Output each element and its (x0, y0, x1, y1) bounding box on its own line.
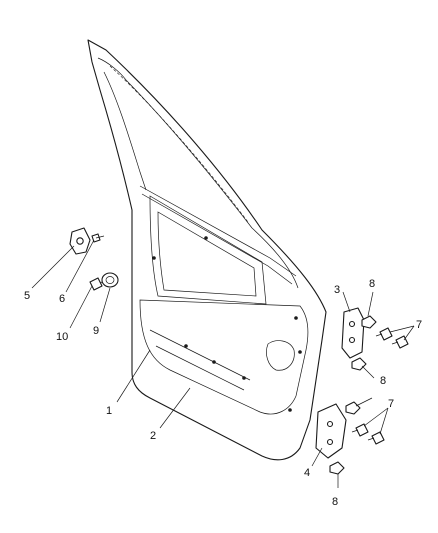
window-frame-inner-2 (103, 71, 147, 191)
glass-opening-inner (157, 211, 257, 297)
callout-8-middle: 8 (380, 375, 386, 387)
callout-10: 10 (56, 331, 68, 343)
access-hole (294, 316, 298, 320)
leader-2 (159, 387, 191, 429)
access-hole (212, 360, 216, 364)
access-hole (288, 408, 292, 412)
access-hole (204, 236, 208, 240)
belt-line (139, 185, 297, 277)
window-frame-inner (97, 57, 299, 289)
part-3-upper-hinge (341, 307, 365, 359)
window-frame-edge (109, 65, 249, 223)
leader-8a (367, 291, 374, 317)
lower-reinforcement (149, 329, 251, 391)
part-7-bolt-upper-1 (375, 327, 393, 341)
part-4-lower-hinge (315, 403, 347, 459)
part-7-bolt-lower-1 (351, 423, 369, 437)
latch-recess (266, 340, 295, 371)
callout-labels: 1 2 3 4 5 6 7 7 8 8 8 9 10 (24, 278, 422, 508)
part-5-bracket (69, 227, 91, 255)
callout-7-lower: 7 (388, 398, 394, 410)
leader-7a-1 (389, 325, 415, 333)
callout-2: 2 (150, 430, 156, 442)
leader-3 (342, 291, 351, 313)
callout-5: 5 (24, 290, 30, 302)
part-8-nut-4 (329, 461, 345, 475)
leader-8b (361, 365, 375, 379)
leader-8c (355, 397, 373, 407)
door-outer-panel (87, 39, 327, 461)
belt-line-2 (141, 193, 293, 285)
door-shell (87, 39, 327, 461)
callout-7-upper: 7 (416, 319, 422, 331)
callout-3: 3 (334, 284, 340, 296)
leader-10 (69, 285, 93, 329)
leader-lines (31, 239, 415, 488)
access-hole (152, 256, 156, 260)
part-7-bolt-lower-2 (367, 431, 385, 445)
part-8-nut-3 (345, 401, 361, 415)
leader-6 (65, 239, 95, 293)
leader-7b-2 (379, 407, 389, 435)
callout-1: 1 (106, 405, 112, 417)
access-hole (298, 350, 302, 354)
leader-9 (99, 287, 111, 323)
leader-1 (116, 349, 151, 403)
callout-9: 9 (93, 325, 99, 337)
glass-opening (149, 195, 267, 305)
callout-8-bottom: 8 (332, 496, 338, 508)
access-hole (242, 376, 246, 380)
leader-5 (31, 245, 75, 289)
part-8-nut-1 (361, 315, 377, 329)
part-9-bumper (101, 272, 119, 288)
leader-4 (311, 447, 323, 467)
callout-4: 4 (304, 467, 310, 479)
leader-7b-1 (363, 407, 389, 427)
leader-7a-2 (403, 325, 415, 341)
callout-8-top: 8 (369, 278, 375, 290)
access-hole (184, 344, 188, 348)
inner-panel-contour (139, 299, 309, 415)
callout-6: 6 (59, 293, 65, 305)
